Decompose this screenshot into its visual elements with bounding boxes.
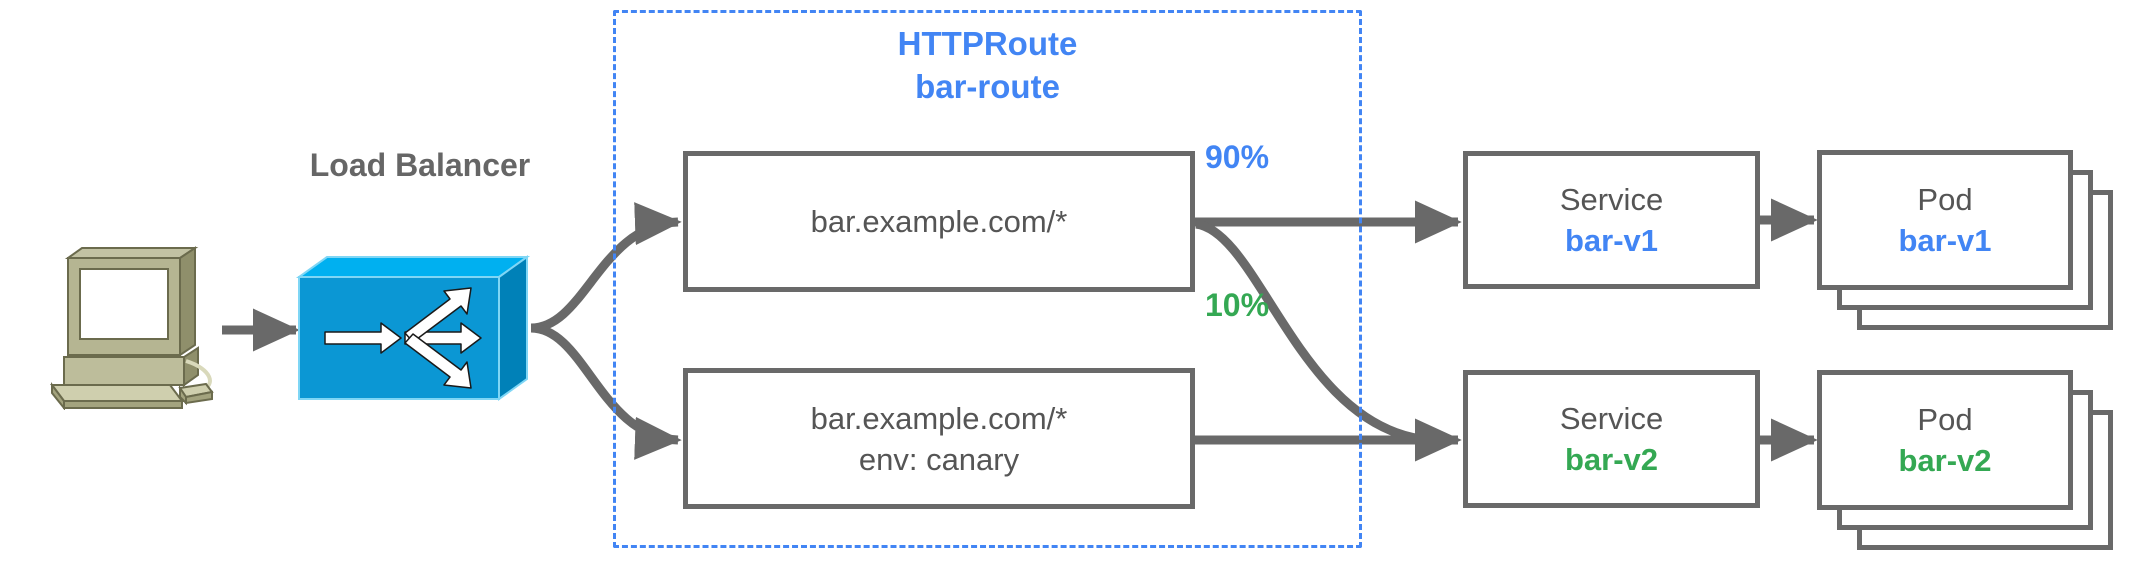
httproute-group-title: HTTPRoute bar-route — [613, 22, 1362, 108]
pod-bar-v2-name: bar-v2 — [1898, 443, 1992, 478]
edge-lb-to-rule-default — [530, 202, 682, 333]
pod-bar-v2-kind: Pod — [1917, 402, 1973, 437]
route-rule-canary-match: bar.example.com/* — [810, 400, 1068, 436]
edge-lb-to-rule-canary — [530, 323, 682, 460]
edge-rule-default-to-v2 — [1194, 219, 1431, 445]
service-bar-v2-name: bar-v2 — [1564, 442, 1659, 477]
service-bar-v1-name: bar-v1 — [1564, 223, 1659, 258]
load-balancer-icon — [295, 255, 531, 401]
route-rule-canary-box[interactable]: bar.example.com/* env: canary — [683, 368, 1195, 509]
service-bar-v2-box[interactable]: Service bar-v2 — [1463, 370, 1760, 508]
service-bar-v1-kind: Service — [1559, 182, 1664, 217]
route-rule-canary-header: env: canary — [858, 441, 1020, 477]
pod-bar-v1-name: bar-v1 — [1898, 223, 1992, 258]
service-bar-v2-kind: Service — [1559, 401, 1664, 436]
pod-bar-v1-replica-1[interactable]: Pod bar-v1 — [1817, 150, 2073, 290]
route-rule-default-match: bar.example.com/* — [810, 204, 1068, 239]
httproute-name-label: bar-route — [915, 68, 1060, 105]
httproute-kind-label: HTTPRoute — [897, 25, 1078, 62]
pod-bar-v2-replica-1[interactable]: Pod bar-v2 — [1817, 370, 2073, 510]
service-bar-v1-box[interactable]: Service bar-v1 — [1463, 151, 1760, 289]
pod-bar-v2-stack[interactable]: Pod bar-v2 — [1817, 370, 2113, 550]
pod-bar-v1-stack[interactable]: Pod bar-v1 — [1817, 150, 2113, 330]
httproute-group-border — [613, 10, 1362, 548]
load-balancer-label: Load Balancer — [309, 147, 531, 183]
desktop-computer-icon — [50, 246, 214, 410]
weight-label-10: 10% — [1205, 287, 1270, 323]
weight-label-90: 90% — [1205, 139, 1270, 175]
route-rule-default-box[interactable]: bar.example.com/* — [683, 151, 1195, 292]
pod-bar-v1-kind: Pod — [1917, 182, 1973, 217]
